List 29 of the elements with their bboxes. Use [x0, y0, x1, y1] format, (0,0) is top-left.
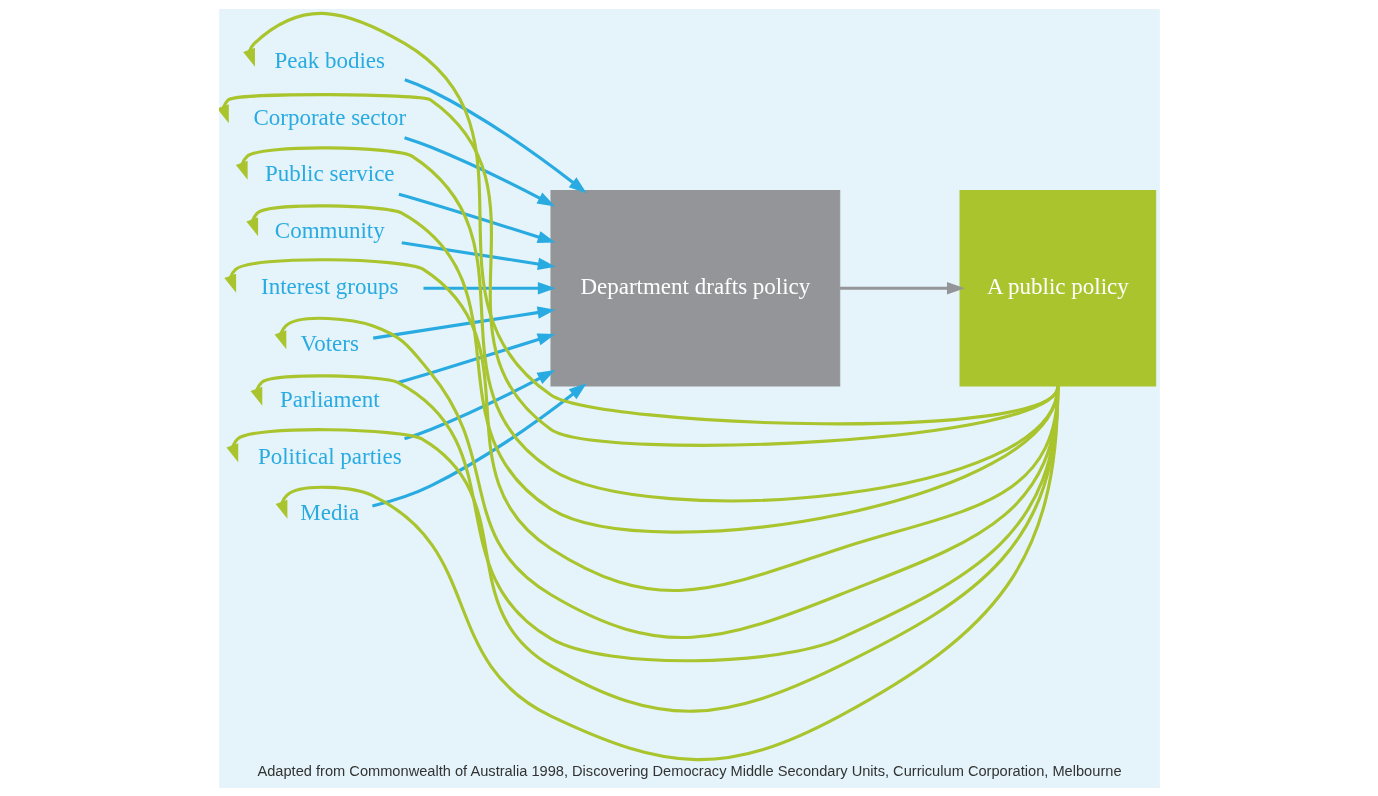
arrow	[371, 382, 587, 508]
arrow	[403, 369, 555, 440]
node-box: A public policy	[959, 189, 1156, 387]
node-text: Voters	[300, 329, 359, 356]
arrow	[422, 281, 556, 294]
arrow	[396, 332, 555, 384]
arrow	[250, 373, 1059, 662]
arrow	[397, 192, 555, 243]
caption: Adapted from Commonwealth of Australia 1998, Discovering Democracy Middle Secondary Units, Curriculum Corporation, Melbourne	[256, 762, 1122, 779]
arrow	[403, 77, 587, 193]
arrow	[245, 203, 1059, 534]
arrow	[839, 281, 965, 294]
arrow	[218, 92, 1059, 447]
arrow	[403, 135, 555, 206]
arrow	[372, 305, 555, 340]
arrow	[225, 386, 1059, 713]
arrow	[223, 257, 1059, 592]
arrow	[401, 240, 556, 270]
node-text: Interest groups	[260, 272, 398, 299]
node-text: Peak bodies	[273, 46, 385, 73]
node-text: Parliament	[279, 385, 380, 412]
arrow	[274, 316, 1059, 639]
node-text: Public service	[264, 159, 395, 186]
node-text: Community	[274, 216, 385, 243]
node-text: Media	[299, 498, 359, 525]
node-box: Department drafts policy	[549, 189, 840, 387]
node-text: Corporate sector	[252, 103, 406, 130]
arrow	[275, 386, 1059, 761]
node-text: Political parties	[257, 442, 402, 469]
